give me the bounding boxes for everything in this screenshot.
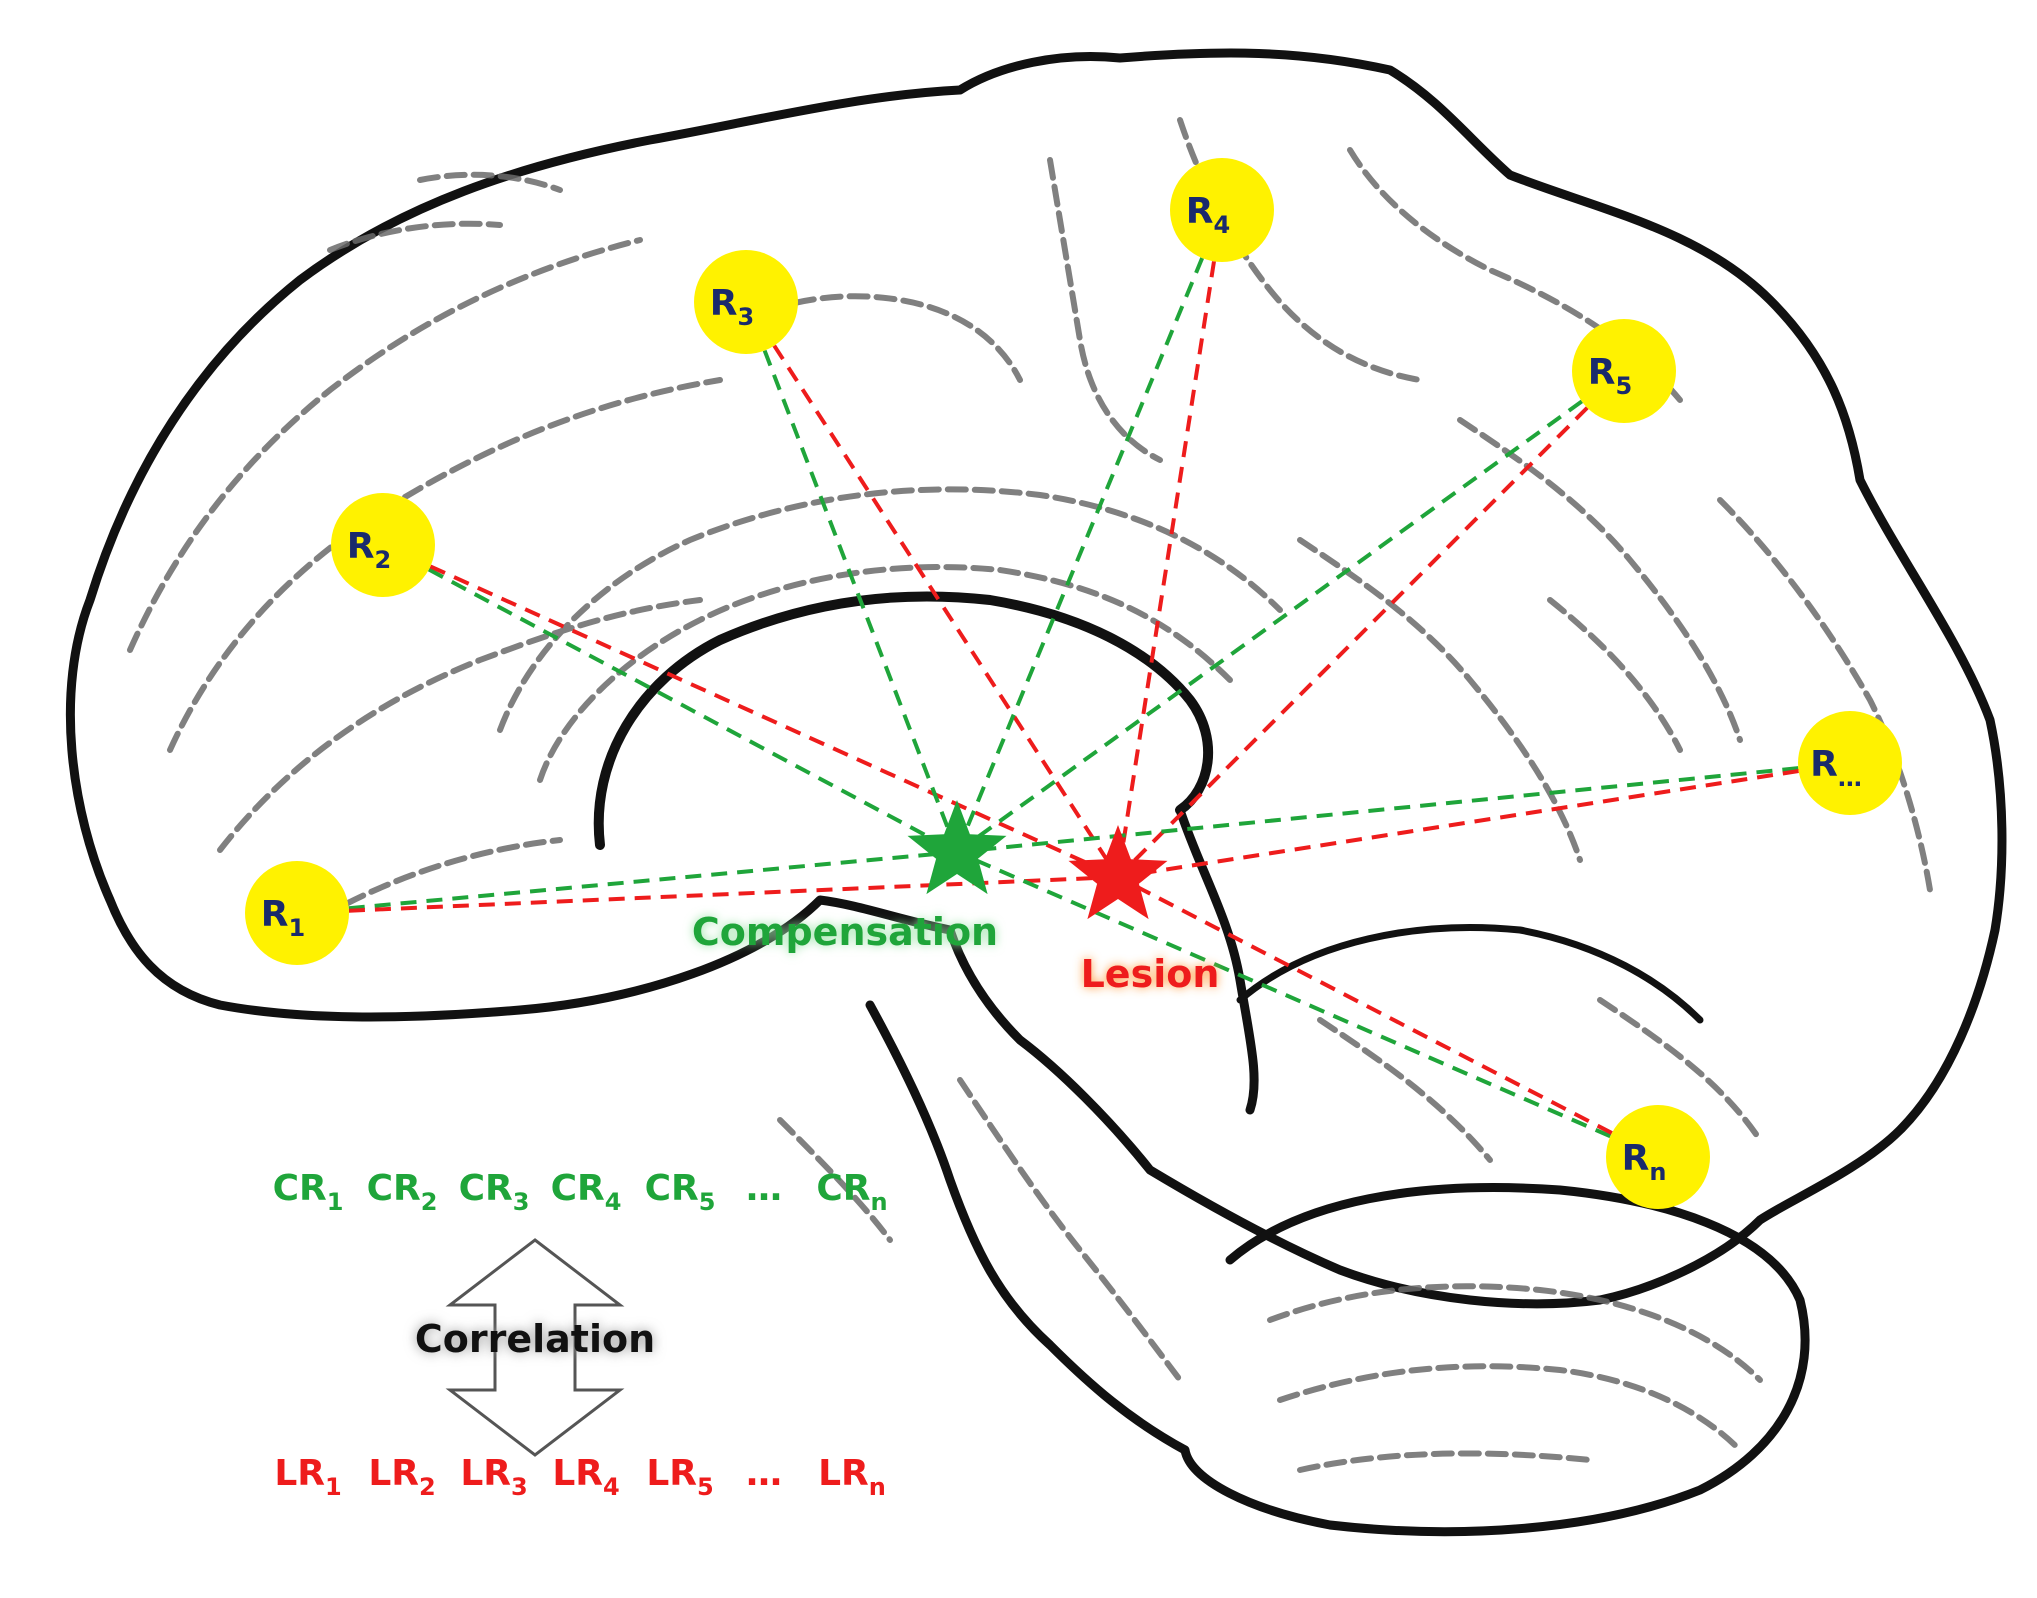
edge-r2-compensation <box>382 543 958 854</box>
edge-rdots-lesion <box>1117 761 1851 879</box>
edge-r4-compensation <box>955 209 1224 853</box>
region-node-r1: R1 <box>245 861 349 965</box>
cr-item: CR4 <box>551 1168 622 1216</box>
edge-rn-compensation <box>956 850 1659 1159</box>
region-node-rdots: R… <box>1798 711 1902 815</box>
temporal-outline <box>1236 924 1704 1024</box>
lr-item: LR3 <box>460 1453 527 1501</box>
region-node-circle <box>1606 1105 1710 1209</box>
thalamus-outline <box>1175 805 1259 1115</box>
connection-lines <box>296 209 1851 1159</box>
compensation-correlation-row: CR1 CR2 CR3 CR4 CR5 … CRn <box>273 1168 888 1216</box>
cr-item: CR3 <box>459 1168 530 1216</box>
region-node-circle <box>331 493 435 597</box>
compensation-label: Compensation <box>692 910 998 954</box>
edge-r3-lesion <box>744 300 1120 879</box>
corpus-callosum-outline <box>593 591 1214 850</box>
lesion-star-icon <box>1068 825 1168 920</box>
region-node-r2: R2 <box>331 493 435 597</box>
edge-rn-lesion <box>1117 875 1659 1159</box>
edge-r3-compensation <box>744 301 959 853</box>
region-node-r4: R4 <box>1170 158 1274 262</box>
double-arrow-icon <box>445 1238 625 1457</box>
cr-item: CR2 <box>367 1168 438 1216</box>
cr-item: … <box>746 1168 782 1209</box>
region-node-circle <box>1572 319 1676 423</box>
lesion-correlation-row: LR1 LR2 LR3 LR4 LR5 … LRn <box>274 1453 886 1501</box>
brain-folds <box>127 117 1933 1473</box>
cr-item: CR1 <box>273 1168 344 1216</box>
correlation-label-glow: Correlation <box>415 1317 655 1361</box>
lr-item: … <box>746 1453 782 1494</box>
cr-item: CR5 <box>645 1168 716 1216</box>
region-node-circle <box>245 861 349 965</box>
lesion-label: Lesion <box>1081 952 1220 996</box>
cerebellum-outline <box>1180 1183 1810 1537</box>
brain-outline <box>65 48 2007 1537</box>
lr-item: LR4 <box>552 1453 619 1501</box>
cerebrum-outline <box>65 48 2007 1309</box>
region-node-circle <box>1170 158 1274 262</box>
brainstem-outline <box>865 1000 1190 1455</box>
compensation-star-icon <box>907 800 1007 895</box>
edge-r2-lesion <box>382 543 1119 879</box>
compensation-label-group: Compensation Compensation <box>692 910 998 954</box>
region-node-circle <box>694 250 798 354</box>
edge-rdots-compensation <box>956 761 1851 854</box>
compensation-label-glow: Compensation <box>692 910 998 954</box>
cr-item: CRn <box>816 1168 887 1216</box>
region-node-r5: R5 <box>1572 319 1676 423</box>
edge-r1-compensation <box>296 850 958 915</box>
region-node-circle <box>1798 711 1902 815</box>
region-node-r3: R3 <box>694 250 798 354</box>
edge-r4-lesion <box>1116 209 1224 878</box>
lr-item: LR1 <box>274 1453 341 1501</box>
lesion-label-glow: Lesion <box>1081 952 1220 996</box>
lr-item: LR2 <box>368 1453 435 1501</box>
lesion-label-group: Lesion Lesion <box>1081 952 1220 996</box>
edge-r1-lesion <box>296 875 1119 915</box>
lr-item: LR5 <box>646 1453 713 1501</box>
correlation-label: Correlation <box>415 1317 655 1361</box>
edge-r5-lesion <box>1116 369 1626 879</box>
lr-item: LRn <box>818 1453 886 1501</box>
region-node-rn: Rn <box>1606 1105 1710 1209</box>
edge-r5-compensation <box>955 369 1626 854</box>
